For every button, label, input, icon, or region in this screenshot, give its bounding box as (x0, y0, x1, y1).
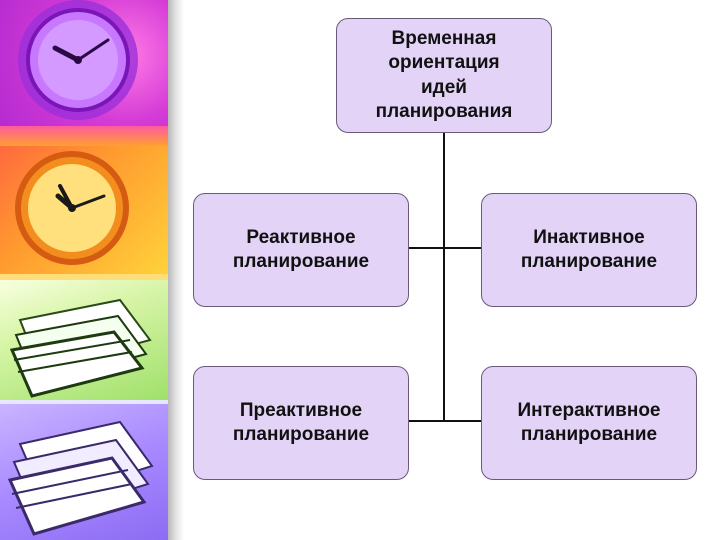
photo-strip (0, 0, 168, 540)
paper-stack-image (0, 280, 168, 402)
node-inactive: Инактивное планирование (481, 193, 697, 307)
strip-shadow (168, 0, 184, 540)
lavender-paper-image (0, 404, 168, 540)
node-interactive: Интерактивное планирование (481, 366, 697, 480)
purple-clock-image (0, 0, 168, 138)
separator (0, 400, 168, 404)
orange-clock-image (0, 146, 168, 274)
node-reactive: Реактивное планирование (193, 193, 409, 307)
node-preactive: Преактивное планирование (193, 366, 409, 480)
node-preactive-label: Преактивное планирование (232, 399, 370, 445)
node-interactive-label: Интерактивное планирование (517, 399, 661, 445)
root-node: Временная ориентация идей планирования (336, 18, 552, 133)
connector-vertical (443, 133, 445, 421)
connector-horizontal-bottom (409, 420, 481, 422)
node-reactive-label: Реактивное планирование (232, 226, 370, 272)
node-inactive-label: Инактивное планирование (520, 226, 658, 272)
connector-horizontal-top (409, 247, 481, 249)
separator (0, 126, 168, 146)
root-node-label: Временная ориентация идей планирования (375, 27, 513, 122)
separator (0, 274, 168, 280)
